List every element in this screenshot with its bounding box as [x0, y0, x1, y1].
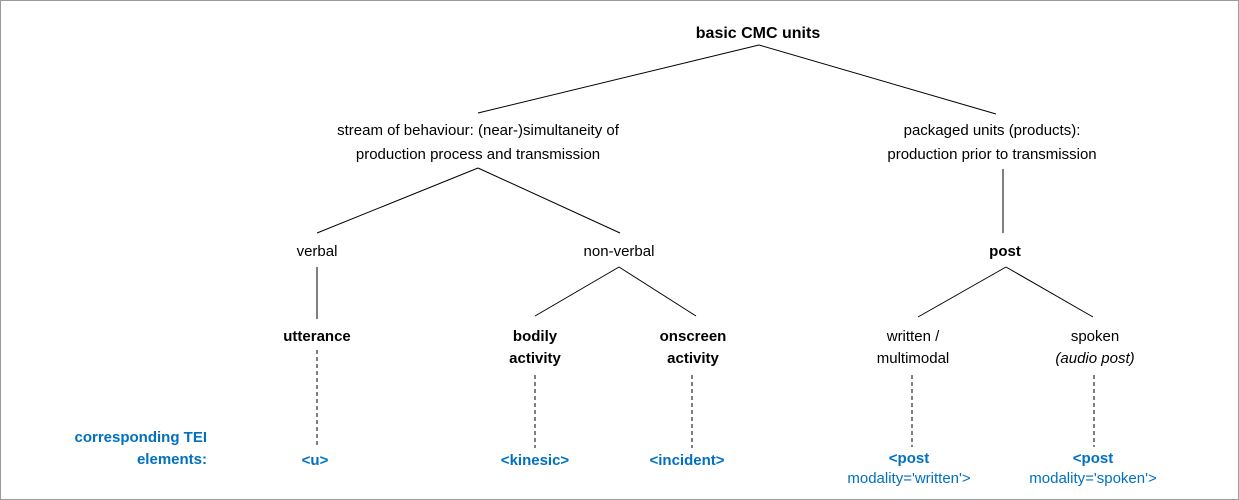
tei-tag-kinesic: <kinesic> — [500, 452, 570, 469]
node-onscreen-line2: activity — [667, 350, 719, 367]
node-onscreen-activity: onscreen activity — [660, 326, 727, 370]
edge-root-packaged — [758, 44, 997, 115]
node-spoken-line1: spoken — [1070, 328, 1120, 345]
node-bodily-line2: activity — [509, 350, 561, 367]
node-spoken-line2: (audio post) — [1055, 350, 1135, 367]
node-utterance: utterance — [283, 328, 351, 345]
edge-root-stream — [477, 44, 760, 114]
node-post: post — [989, 243, 1021, 260]
tei-tag-post-written-line2: modality='written'> — [847, 470, 971, 487]
tei-tag-post-spoken: <post modality='spoken'> — [1029, 449, 1156, 489]
node-written-line1: written / — [886, 328, 940, 345]
node-packaged-units: packaged units (products): production pr… — [887, 119, 1096, 167]
edge-nonverbal-bodily — [534, 266, 620, 317]
tei-tag-incident: <incident> — [649, 452, 725, 469]
tei-tag-post-written-line1: <post — [888, 450, 930, 467]
node-spoken-audio-post: spoken (audio post) — [1055, 326, 1134, 370]
node-bodily-line1: bodily — [512, 328, 558, 345]
node-verbal: verbal — [296, 243, 338, 260]
node-written-line2: multimodal — [876, 350, 950, 367]
edge-stream-nonverbal — [477, 167, 621, 234]
node-non-verbal: non-verbal — [583, 243, 655, 260]
edge-nonverbal-onscreen — [618, 266, 697, 317]
node-packaged-line2: production prior to transmission — [887, 146, 1097, 163]
node-bodily-activity: bodily activity — [509, 326, 561, 370]
edge-post-written — [917, 266, 1007, 318]
node-packaged-line1: packaged units (products): — [903, 122, 1081, 139]
node-stream-line1: stream of behaviour: (near-)simultaneity… — [337, 122, 619, 139]
tei-caption-line1: corresponding TEI — [74, 429, 207, 446]
tei-caption: corresponding TEI elements: — [74, 427, 207, 471]
tei-tag-u: <u> — [301, 452, 329, 469]
node-basic-cmc-units: basic CMC units — [695, 25, 821, 42]
node-stream-line2: production process and transmission — [355, 146, 601, 163]
node-written-multimodal: written / multimodal — [877, 326, 950, 370]
tei-caption-line2: elements: — [136, 451, 207, 468]
edge-stream-verbal — [316, 167, 479, 234]
tei-tag-post-spoken-line2: modality='spoken'> — [1029, 470, 1157, 487]
tei-tag-post-written: <post modality='written'> — [847, 449, 970, 489]
tei-tag-post-spoken-line1: <post — [1072, 450, 1114, 467]
node-stream-of-behaviour: stream of behaviour: (near-)simultaneity… — [337, 119, 619, 167]
edge-post-spoken — [1005, 266, 1094, 318]
node-onscreen-line1: onscreen — [659, 328, 727, 345]
